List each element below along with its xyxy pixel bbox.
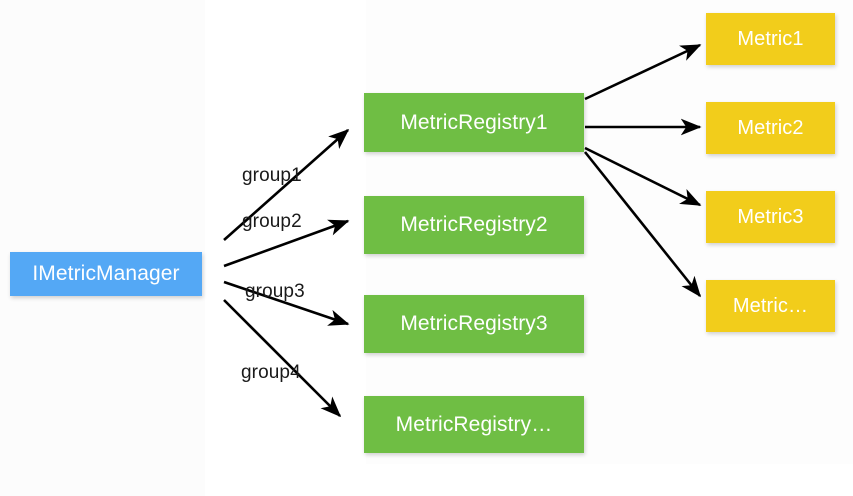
arrow-group-3 [223,280,350,326]
node-registry-1-label: MetricRegistry1 [400,110,548,134]
arrow-group-2 [223,219,350,268]
node-metric-1[interactable]: Metric1 [706,13,835,65]
node-registry-1[interactable]: MetricRegistry1 [364,93,584,152]
node-metric-3-label: Metric3 [737,205,804,228]
edge-label-group2: group2 [242,211,302,232]
edge-label-group4: group4 [241,362,301,383]
node-registry-2[interactable]: MetricRegistry2 [364,196,584,254]
node-metric-1-label: Metric1 [737,27,804,50]
node-registry-3-label: MetricRegistry3 [400,312,548,335]
node-imetricmanager-label: IMetricManager [32,262,180,285]
node-registry-2-label: MetricRegistry2 [400,213,548,236]
metric-edge-lines [583,43,702,298]
background-panel-left [0,0,205,496]
arrow-group-1 [223,128,350,241]
node-metric-3[interactable]: Metric3 [706,191,835,243]
edge-label-group3: group3 [245,281,305,302]
arrow-metric-1 [584,43,702,101]
node-registry-3[interactable]: MetricRegistry3 [364,295,584,353]
edge-label-group1: group1 [242,165,302,186]
node-metric-2-label: Metric2 [737,116,804,139]
arrow-metric-3 [584,146,702,207]
node-registry-4[interactable]: MetricRegistry… [364,396,584,453]
node-metric-2[interactable]: Metric2 [706,102,835,154]
group-edge-lines [223,128,350,418]
node-imetricmanager[interactable]: IMetricManager [10,252,202,296]
node-registry-4-label: MetricRegistry… [395,412,553,436]
arrow-group-4 [223,299,342,418]
arrow-metric-4 [583,151,702,298]
node-metric-4[interactable]: Metric… [706,280,835,332]
node-metric-4-label: Metric… [732,294,809,317]
